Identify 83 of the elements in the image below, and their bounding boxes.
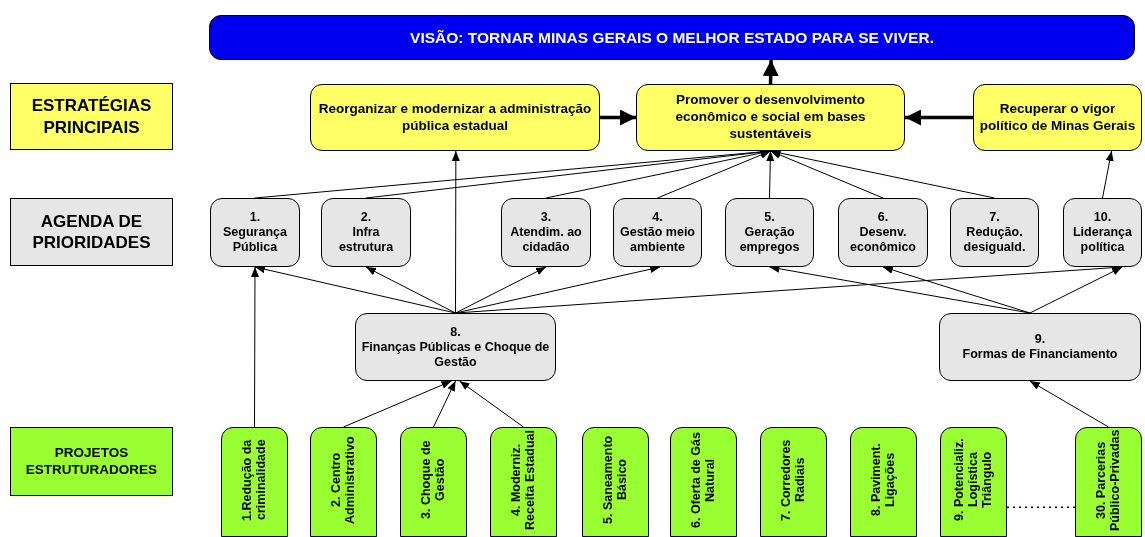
node-text: 6. [877, 210, 889, 225]
node-text: 8. Paviment. Ligações [869, 442, 898, 519]
project-box [310, 427, 377, 537]
node-text: 5. Saneamento Básico [601, 434, 630, 527]
project-box [221, 427, 288, 537]
strategy-box [973, 84, 1142, 151]
arrow [1102, 150, 1114, 199]
node-text: Promover o desenvolvimento econômico e social em bases sustentáveis [674, 92, 867, 143]
arrow [770, 150, 884, 199]
priority-box [1063, 198, 1142, 267]
arrow [433, 380, 456, 428]
node-text: Liderança política [1071, 225, 1134, 255]
node-text: Redução. desiguald. [962, 225, 1027, 255]
arrow [762, 59, 779, 85]
arrow [365, 266, 456, 314]
node-text: PROJETOS ESTRUTURADORES [24, 444, 159, 479]
node-text: ESTRATÉGIAS PRINCIPAIS [30, 95, 153, 138]
arrow [451, 150, 460, 314]
node-text: 8. [450, 324, 461, 340]
node-text: 2. Centro Administrativo [329, 435, 358, 526]
arrow [600, 109, 636, 126]
node-text: 4. Moderniz. Receita Estadual [509, 429, 538, 532]
project-box [670, 427, 737, 537]
node-text: 1.Redução da criminalidade [240, 438, 269, 523]
project-box [940, 427, 1007, 537]
priority-box [613, 198, 702, 267]
strategy-box [636, 84, 905, 151]
node-text: 5. [764, 210, 775, 225]
node-text: Formas de Financiamento [962, 347, 1118, 362]
arrow [1029, 266, 1123, 314]
row-heading-box [10, 83, 173, 150]
node-text: 30. Parcerias Público-Privadas [1094, 428, 1123, 532]
node-text: Reorganizar e modernizar a administração pública estadual [317, 100, 593, 135]
arrow [766, 150, 775, 199]
arrow [657, 150, 771, 199]
arrow [905, 109, 973, 126]
arrow [343, 380, 452, 428]
project-box [490, 427, 557, 537]
strategy-box [310, 84, 600, 151]
node-text: Finanças Públicas e Choque de Gestão [360, 339, 551, 370]
project-box [850, 427, 917, 537]
priority-box [939, 313, 1141, 381]
priority-box [725, 198, 814, 267]
priority-box [321, 198, 411, 267]
node-text: Desenv. econômico [849, 225, 917, 255]
priority-box [501, 198, 591, 267]
priority-box [950, 198, 1039, 267]
row-heading-box [10, 427, 173, 496]
node-text: 9. Potencializ. Logística Triângulo [952, 437, 995, 524]
arrow [882, 266, 1031, 314]
node-text: 7. [989, 210, 1000, 225]
priority-box [355, 313, 556, 381]
node-text: 6. Oferta de Gás Natural [689, 431, 718, 530]
dotted-line [1006, 506, 1076, 509]
arrow [455, 266, 547, 314]
vision-banner [209, 15, 1135, 60]
arrow [459, 380, 524, 428]
node-text: 10. [1093, 210, 1112, 225]
arrow [250, 266, 259, 428]
node-text: 1. [249, 210, 261, 225]
node-text: 3. [540, 210, 552, 225]
project-box [400, 427, 467, 537]
node-text: 3. Choque de Gestão [419, 439, 448, 522]
node-text: Segurança Pública [222, 225, 288, 255]
priority-box [210, 198, 300, 267]
node-text: AGENDA DE PRIORIDADES [31, 210, 152, 254]
node-text: VISÃO: TORNAR MINAS GERAIS O MELHOR ESTADO PARA SE VIVER. [410, 27, 934, 48]
priority-box [838, 198, 928, 267]
arrow [770, 149, 995, 199]
node-text: 9. [1034, 332, 1046, 347]
node-text: Atendim. ao cidadão [509, 225, 583, 255]
project-box [760, 427, 827, 537]
node-text: Geração empregos [738, 225, 801, 255]
node-text: 4. [652, 210, 663, 225]
arrow [1029, 380, 1109, 428]
node-text: Gestão meio ambiente [619, 225, 696, 255]
project-box [1075, 427, 1142, 537]
row-heading-box [10, 198, 173, 266]
project-box [582, 427, 649, 537]
node-text: 7. Corredores Radiais [779, 438, 808, 523]
node-text: 2. [360, 210, 372, 225]
node-text: Recuperar o vigor político de Minas Gerais [978, 100, 1137, 135]
node-text: Infra estrutura [337, 225, 395, 255]
